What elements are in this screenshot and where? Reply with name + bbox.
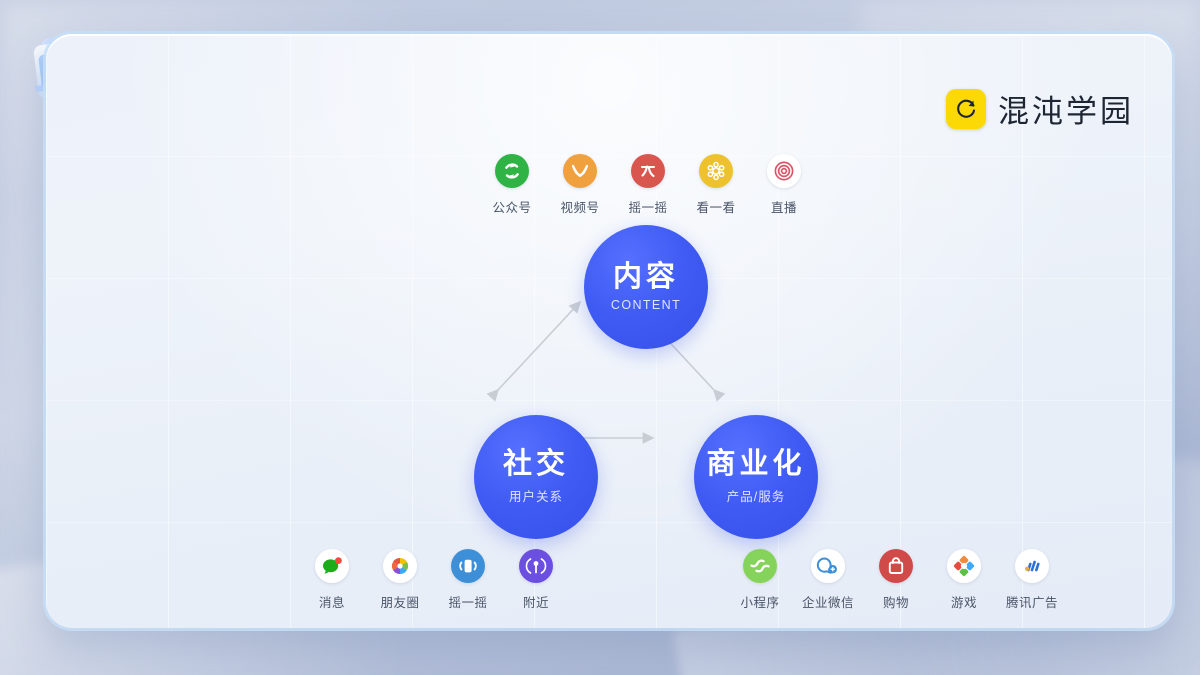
node-social-subtitle: 用户关系: [508, 489, 563, 504]
icon-label: 消息: [318, 596, 345, 610]
commerce-icon-row: 小程序 企业微信 购物 游戏 腾讯广告: [726, 549, 1066, 611]
icon-label: 购物: [882, 596, 909, 610]
icon-label: 公众号: [492, 201, 532, 215]
circular-arrow-icon: [946, 88, 986, 129]
wechat-official-account-icon: [495, 154, 529, 188]
icon-cell-shake-phone[interactable]: 摇一摇: [434, 549, 502, 611]
moments-shutter-icon: [383, 549, 417, 583]
node-content-title: 内容: [612, 260, 679, 293]
content-icon-row: 公众号 视频号 摇一摇 看一看 直播: [478, 154, 818, 216]
tencent-games-diamond-icon: [947, 549, 981, 583]
brand-logo: 混沌学园: [946, 86, 1134, 131]
mini-program-icon: [743, 549, 777, 583]
icon-cell-shopping-bag[interactable]: 购物: [862, 549, 930, 611]
icon-label: 企业微信: [801, 596, 854, 610]
icon-cell-wecom[interactable]: 企业微信: [794, 549, 862, 611]
icon-cell-mini-program[interactable]: 小程序: [726, 549, 794, 611]
icon-label: 摇一摇: [628, 201, 668, 215]
diagram-node-social[interactable]: 社交 用户关系: [474, 415, 598, 539]
wechat-message-icon: [315, 549, 349, 583]
brand-name: 混沌学园: [998, 94, 1134, 130]
diagram-node-content[interactable]: 内容 CONTENT: [584, 225, 708, 349]
icon-label: 小程序: [740, 596, 780, 610]
icon-label: 朋友圈: [380, 596, 420, 610]
live-stream-ring-icon: [767, 154, 801, 188]
icon-label: 摇一摇: [448, 596, 488, 610]
icon-cell-wechat-official-account[interactable]: 公众号: [478, 154, 546, 216]
icon-cell-tencent-ads-bars[interactable]: 腾讯广告: [998, 549, 1066, 611]
social-icon-row: 消息 朋友圈 摇一摇 附近: [298, 549, 570, 611]
shake-six-icon: [631, 154, 665, 188]
icon-cell-kanyikan-flower[interactable]: 看一看: [682, 154, 750, 216]
icon-label: 附近: [522, 596, 549, 610]
icon-label: 看一看: [696, 201, 736, 215]
icon-cell-live-stream-ring[interactable]: 直播: [750, 154, 818, 216]
shake-phone-icon: [451, 549, 485, 583]
diagram-node-commerce[interactable]: 商业化 产品/服务: [694, 415, 818, 539]
icon-label: 腾讯广告: [1005, 596, 1058, 610]
node-content-subtitle: CONTENT: [610, 298, 682, 313]
icon-cell-nearby-radar[interactable]: 附近: [502, 549, 570, 611]
slide-card: 混沌学园 内容 CONTENT 社交 用户关系 商业: [46, 34, 1172, 628]
node-social-title: 社交: [502, 448, 569, 481]
nearby-radar-icon: [519, 549, 553, 583]
icon-cell-shake-six[interactable]: 摇一摇: [614, 154, 682, 216]
node-commerce-title: 商业化: [706, 448, 806, 481]
icon-cell-tencent-games-diamond[interactable]: 游戏: [930, 549, 998, 611]
ecosystem-diagram: 内容 CONTENT 社交 用户关系 商业化 产品/服务: [46, 34, 1172, 628]
wecom-icon: [811, 549, 845, 583]
icon-cell-moments-shutter[interactable]: 朋友圈: [366, 549, 434, 611]
icon-cell-wechat-channels[interactable]: 视频号: [546, 154, 614, 216]
wechat-channels-icon: [563, 154, 597, 188]
icon-label: 直播: [770, 201, 797, 215]
icon-label: 视频号: [560, 201, 600, 215]
icon-label: 游戏: [950, 596, 977, 610]
tencent-ads-bars-icon: [1015, 549, 1049, 583]
node-commerce-subtitle: 产品/服务: [726, 489, 786, 504]
icon-cell-wechat-message[interactable]: 消息: [298, 549, 366, 611]
shopping-bag-icon: [879, 549, 913, 583]
kanyikan-flower-icon: [699, 154, 733, 188]
